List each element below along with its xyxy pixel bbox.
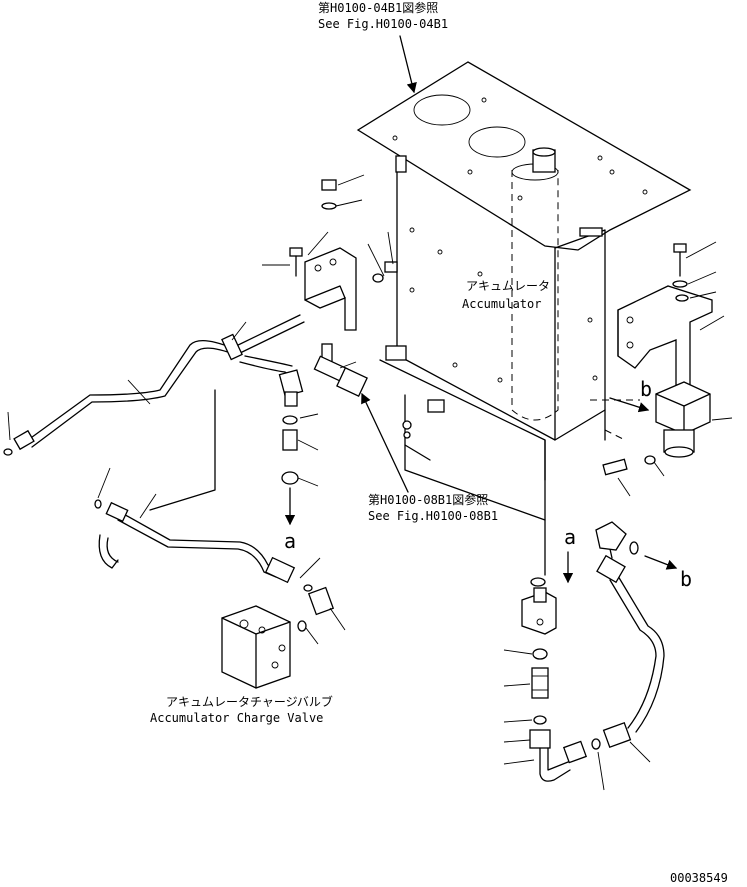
valve-block-right: b: [590, 377, 733, 497]
pipe-upper-left: [3, 314, 305, 456]
bracket-right: [617, 241, 725, 386]
arrow-to-b-upper: [609, 397, 650, 413]
arrow-to-b-lower: [644, 555, 678, 570]
pipe-lower-left: [94, 389, 321, 592]
mounting-plate: [356, 61, 692, 251]
charge-valve-label-jp: アキュムレータチャージバルブ: [166, 694, 333, 709]
reference-top-leader: [399, 35, 417, 94]
drawing-number: 00038549: [670, 871, 728, 885]
accumulator-label-jp: アキュムレータ: [466, 279, 550, 293]
connection-mark-b-lower: b: [680, 567, 692, 591]
accumulator-label-en: Accumulator: [462, 297, 541, 311]
reference-top-en: See Fig.H0100-04B1: [318, 17, 448, 31]
charge-valve-label-en: Accumulator Charge Valve: [150, 711, 323, 725]
reference-mid-jp: 第H0100-08B1図参照: [368, 492, 488, 507]
bracket-upper-left: [262, 174, 398, 331]
connection-mark-b-upper: b: [640, 377, 652, 401]
tank-frame: [395, 155, 606, 441]
connection-mark-a-right: a: [564, 525, 576, 549]
reference-mid-leader: [361, 392, 409, 493]
accumulator-charge-valve: アキュムレータチャージバルブ Accumulator Charge Valve: [150, 586, 346, 725]
hose-upper: a: [239, 343, 368, 553]
connection-mark-a-left: a: [284, 529, 296, 553]
reference-mid-en: See Fig.H0100-08B1: [368, 509, 498, 523]
lower-right-assembly: a b: [503, 439, 692, 791]
reference-top-jp: 第H0100-04B1図参照: [318, 0, 438, 15]
accumulator: アキュムレータ Accumulator: [462, 147, 559, 421]
